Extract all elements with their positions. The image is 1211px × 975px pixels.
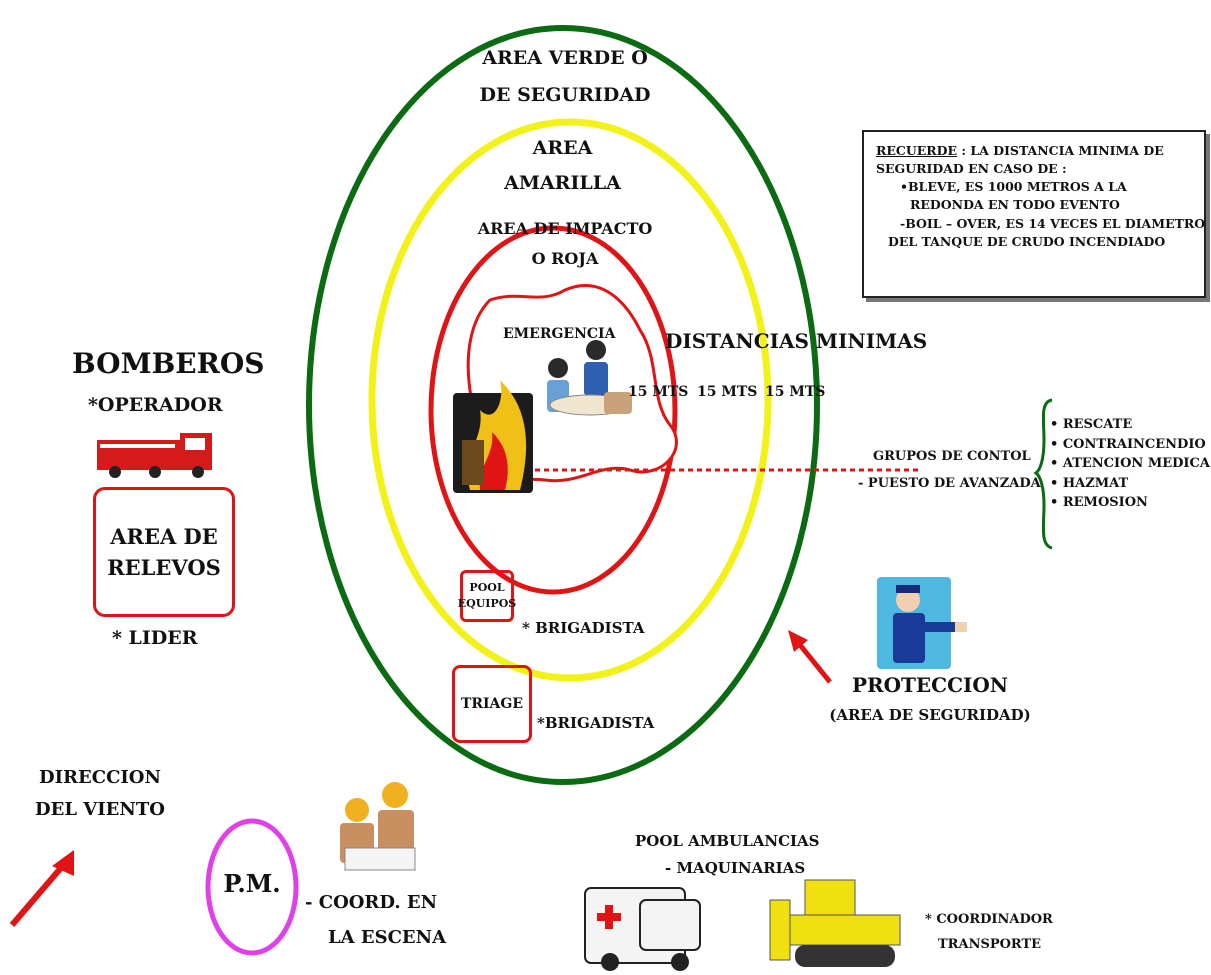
coordinador-line2: TRANSPORTE	[938, 937, 1042, 952]
bomberos-title: BOMBEROS	[72, 347, 265, 380]
triage-label: TRIAGE	[460, 696, 524, 712]
pool-equipos-line1: POOL	[469, 580, 505, 594]
triage-box: TRIAGE	[452, 665, 532, 743]
coordinador-line1: * COORDINADOR	[925, 912, 1053, 927]
yellow-zone-label-line1: AREA	[532, 137, 593, 159]
control-item-contraincendio: • CONTRAINCENDIO	[1050, 436, 1206, 452]
proteccion-sublabel: (AREA DE SEGURIDAD)	[829, 706, 1031, 724]
reminder-line2: SEGURIDAD EN CASO DE :	[876, 161, 1067, 177]
fire-truck-icon	[97, 433, 212, 478]
wind-direction-arrow	[9, 850, 74, 927]
red-zone-label-line1: AREA DE IMPACTO	[477, 219, 653, 238]
relevos-area-box: AREA DE RELEVOS	[93, 487, 235, 617]
operador-label: *OPERADOR	[88, 394, 223, 416]
reminder-line6: DEL TANQUE DE CRUDO INCENDIADO	[888, 233, 1166, 249]
distance-value-3: 15 MTS	[765, 384, 826, 400]
distance-value-2: 15 MTS	[697, 384, 758, 400]
coordinators-icon	[340, 782, 416, 871]
brigadista-label-2: *BRIGADISTA	[537, 714, 655, 732]
relevos-line2: RELEVOS	[107, 555, 221, 580]
pool-equipos-line2: EQUIPOS	[457, 597, 517, 610]
relevos-line1: AREA DE	[110, 523, 218, 549]
wind-label-line1: DIRECCION	[39, 767, 161, 788]
distance-value-1: 15 MTS	[628, 384, 689, 400]
emergency-label: EMERGENCIA	[503, 326, 616, 342]
bulldozer-icon	[769, 879, 901, 967]
ambulance-icon	[584, 887, 701, 971]
control-item-hazmat: • HAZMAT	[1050, 475, 1129, 491]
control-item-remosion: • REMOSION	[1050, 495, 1148, 510]
red-zone-label-line2: O ROJA	[531, 249, 599, 268]
green-zone-label-line2: DE SEGURIDAD	[479, 84, 651, 106]
green-zone-circle	[306, 25, 820, 785]
pm-label: P.M.	[223, 869, 281, 898]
protection-arrow	[788, 630, 832, 684]
red-zone-circle	[428, 225, 678, 595]
pool-equipos-box: POOL EQUIPOS	[457, 570, 517, 622]
reminder-line1: : LA DISTANCIA MINIMA DE	[961, 143, 1164, 158]
reminder-heading: RECUERDE	[876, 143, 958, 158]
wind-label-line2: DEL VIENTO	[35, 799, 165, 820]
reminder-line3: •BLEVE, ES 1000 METROS A LA	[900, 179, 1127, 195]
reminder-line5: -BOIL – OVER, ES 14 VECES EL DIAMETRO	[900, 215, 1206, 231]
pm-circle	[205, 818, 299, 956]
brigadista-label-1: * BRIGADISTA	[522, 619, 645, 637]
pool-ambulancias-line2: - MAQUINARIAS	[665, 859, 806, 877]
minimum-distances-title: DISTANCIAS MINIMAS	[665, 329, 928, 353]
police-officer-icon	[877, 577, 967, 669]
control-groups-label: GRUPOS DE CONTOL	[873, 449, 1031, 464]
lider-label: * LIDER	[112, 627, 198, 649]
yellow-zone-label-line2: AMARILLA	[504, 172, 621, 194]
proteccion-label: PROTECCION	[851, 673, 1009, 697]
advanced-post-label: - PUESTO DE AVANZADA	[858, 476, 1041, 491]
reminder-line4: REDONDA EN TODO EVENTO	[910, 197, 1120, 213]
control-item-rescate: • RESCATE	[1050, 417, 1133, 432]
green-zone-label-line1: AREA VERDE O	[482, 47, 648, 69]
yellow-zone-circle	[368, 118, 772, 682]
coord-escena-line2: LA ESCENA	[328, 927, 447, 948]
reminder-note: RECUERDE : LA DISTANCIA MINIMA DE SEGURI…	[862, 130, 1206, 298]
fire-fighter-icon	[453, 380, 533, 493]
pool-ambulancias-line1: POOL AMBULANCIAS	[635, 832, 820, 850]
control-groups-list: • RESCATE • CONTRAINCENDIO • ATENCION ME…	[1050, 415, 1210, 513]
control-bracket	[1033, 398, 1053, 550]
control-item-atencion-medica: • ATENCION MEDICA	[1050, 456, 1210, 471]
rescuers-icon	[547, 340, 632, 416]
coord-escena-line1: - COORD. EN	[305, 892, 438, 913]
